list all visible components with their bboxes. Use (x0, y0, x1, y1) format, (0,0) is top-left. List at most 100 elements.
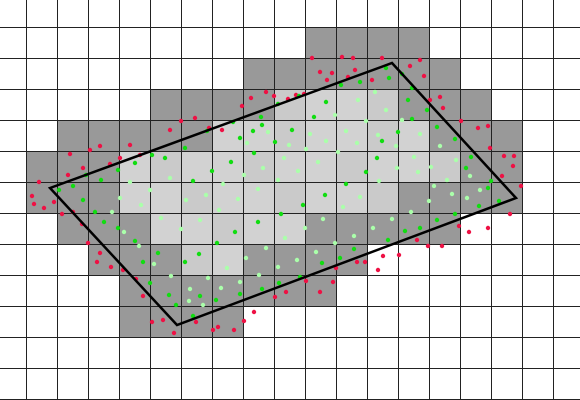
boundary-cells-layer (26, 27, 522, 337)
outside-sample-point (178, 118, 184, 124)
boundary-cell (88, 213, 119, 244)
inside-sample-point (187, 286, 193, 292)
interior-cell (336, 182, 367, 213)
outside-sample-point (167, 127, 173, 133)
boundary-cell (88, 244, 119, 275)
inside-sample-point (166, 292, 172, 298)
outside-sample-point (414, 237, 420, 243)
inside-sample-point (132, 238, 138, 244)
inside-sample-point (136, 243, 142, 249)
boundary-cell (119, 306, 150, 337)
inside-sample-point (363, 169, 369, 175)
inside-sample-point (56, 187, 62, 193)
interior-cell (243, 151, 274, 182)
inside-sample-point (241, 172, 247, 178)
boundary-cell (336, 27, 367, 58)
outside-sample-point (303, 278, 309, 284)
outside-sample-point (41, 205, 47, 211)
inside-sample-point (383, 107, 389, 113)
inside-sample-point (265, 129, 271, 135)
inside-sample-point (259, 122, 265, 128)
inside-sample-point (162, 155, 168, 161)
interior-cell (212, 244, 243, 275)
outside-sample-point (97, 250, 103, 256)
inside-light-points-layer (109, 89, 483, 308)
interior-cell (398, 120, 429, 151)
interior-cell (274, 151, 305, 182)
interior-cell (150, 182, 181, 213)
inside-sample-point (428, 164, 434, 170)
boundary-cell (305, 244, 336, 275)
inside-sample-point (374, 155, 380, 161)
boundary-cell (243, 244, 274, 275)
inside-sample-point (255, 186, 261, 192)
inside-sample-point (235, 196, 241, 202)
outside-sample-point (369, 77, 375, 83)
boundary-cell (429, 89, 460, 120)
inside-sample-point (409, 116, 415, 122)
inside-sample-point (237, 135, 243, 141)
inside-sample-point (311, 114, 317, 120)
inside-sample-point (250, 128, 256, 134)
inside-sample-point (335, 149, 341, 155)
inside-sample-point (263, 245, 269, 251)
inside-sample-point (379, 138, 385, 144)
boundary-cell (88, 151, 119, 182)
inside-sample-point (402, 228, 408, 234)
boundary-cell (398, 27, 429, 58)
inside-sample-point (115, 167, 121, 173)
outside-sample-point (127, 142, 133, 148)
inside-sample-point (196, 251, 202, 257)
inside-sample-point (147, 187, 153, 193)
boundary-cell (88, 120, 119, 151)
interior-cell (181, 182, 212, 213)
boundary-cell (181, 89, 212, 120)
inside-sample-point (467, 173, 473, 179)
inside-sample-point (408, 209, 414, 215)
inside-sample-point (453, 157, 459, 163)
inside-sample-point (338, 82, 344, 88)
outside-sample-point (507, 211, 513, 217)
outside-sample-point (271, 93, 277, 99)
inside-sample-point (354, 140, 360, 146)
inside-sample-point (375, 132, 381, 138)
inside-sample-point (289, 127, 295, 133)
outside-sample-point (94, 259, 100, 265)
inside-sample-point (209, 168, 215, 174)
inside-sample-point (434, 124, 440, 130)
inside-sample-point (320, 216, 326, 222)
interior-cell (119, 151, 150, 182)
inside-sample-point (468, 154, 474, 160)
outside-sample-point (456, 223, 462, 229)
interior-cell (181, 213, 212, 244)
outside-sample-point (458, 118, 464, 124)
inside-sample-point (260, 165, 266, 171)
inside-sample-point (415, 169, 421, 175)
inside-sample-point (276, 280, 282, 286)
interior-cell (336, 89, 367, 120)
inside-sample-point (218, 285, 224, 291)
inside-sample-point (190, 313, 196, 319)
inside-sample-point (464, 195, 470, 201)
boundary-cell (243, 58, 274, 89)
interior-cell (150, 213, 181, 244)
interior-cell (367, 182, 398, 213)
inside-sample-point (243, 255, 249, 261)
inside-sample-point (444, 177, 450, 183)
inside-sample-point (496, 198, 502, 204)
inside-sample-point (405, 97, 411, 103)
inside-sample-point (213, 297, 219, 303)
inside-sample-point (357, 79, 363, 85)
outside-sample-point (518, 183, 524, 189)
inside-sample-point (138, 202, 144, 208)
inside-sample-point (434, 217, 440, 223)
inside-sample-point (477, 187, 483, 193)
interior-cell (274, 213, 305, 244)
inside-sample-point (437, 143, 443, 149)
boundary-cell (398, 182, 429, 213)
outside-sample-point (193, 319, 199, 325)
inside-sample-point (385, 237, 391, 243)
outside-sample-point (485, 123, 491, 129)
inside-sample-point (178, 226, 184, 232)
interior-cell (367, 151, 398, 182)
